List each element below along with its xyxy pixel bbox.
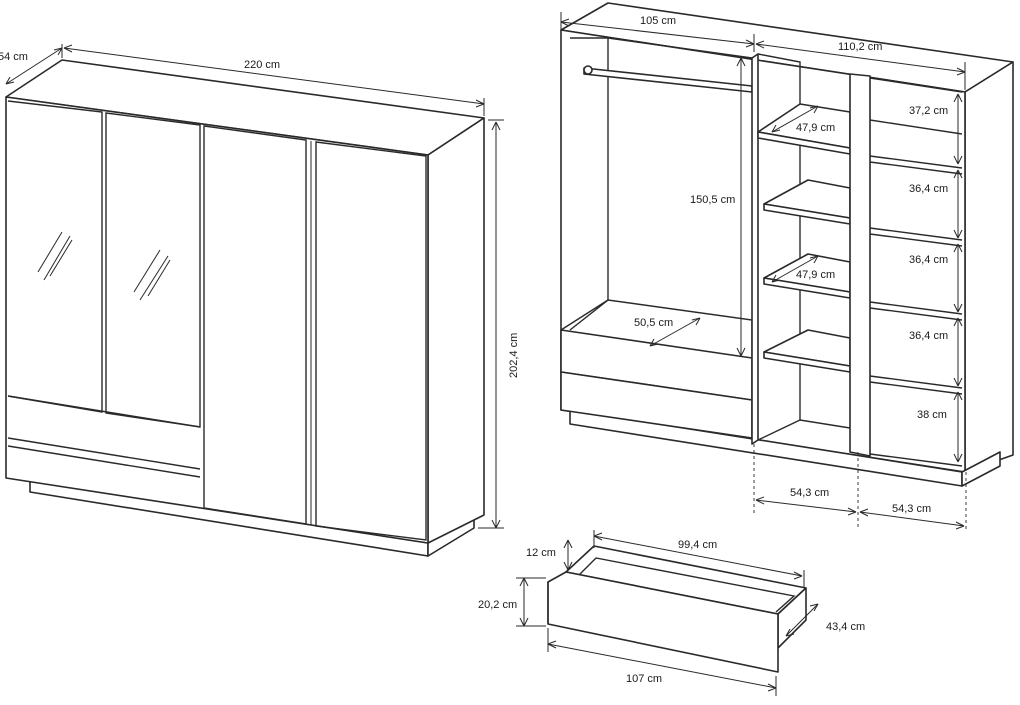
left-back-wall [569,37,609,331]
drawer-divider [7,437,201,470]
dim-line-depth [5,47,63,85]
dim-line-110 [755,43,966,73]
label-36-4-c: 36,4 cm [909,330,948,342]
left-back-top [607,37,753,59]
dim-line-54-3-b [859,511,965,527]
door-4 [315,141,427,541]
side-panel [427,117,485,544]
dim-line-107 [547,643,777,689]
label-99-4: 99,4 cm [678,539,717,551]
shelf-right-5b [869,381,963,395]
label-36-4-b: 36,4 cm [909,254,948,266]
label-36-4-a: 36,4 cm [909,183,948,195]
dim-line-43-4 [785,603,819,637]
door-3 [203,125,307,525]
shelf-right-4b [869,307,963,321]
mirror-reflection-icon [37,231,171,301]
label-depth: 54 cm [0,51,28,63]
label-105: 105 cm [640,15,676,27]
middle-back-left [757,53,801,420]
dim-line-99-4 [593,535,803,577]
right-ceiling [869,77,963,93]
shelf-right-5 [869,375,963,389]
drawer-top-edge [7,395,201,428]
label-54-3-b: 54,3 cm [892,503,931,515]
label-150: 150,5 cm [690,194,735,206]
rail-end [583,65,593,75]
label-38: 38 cm [917,409,947,421]
open-wardrobe: 105 cm 110,2 cm 150,5 cm 50,5 cm 47,9 cm… [560,2,1014,532]
label-height: 202,4 cm [508,333,520,378]
dim-line-width [63,47,485,105]
shelf-right-1 [869,119,963,135]
drawer-detail: 99,4 cm 12 cm 20,2 cm 43,4 cm 107 cm [478,530,865,696]
label-107: 107 cm [626,673,662,685]
shelf-right-2 [869,155,963,169]
shelf-right-4 [869,301,963,315]
dim-line-54-3-a [755,499,857,513]
drawer-inner-edge [577,557,796,613]
shelf-right-3b [869,233,963,247]
front-panel [5,96,429,544]
middle-floor [757,419,851,441]
label-47-mid: 47,9 cm [796,269,835,281]
closed-wardrobe: 54 cm 220 cm 202,4 cm [0,44,520,557]
ext-lines-compartments [753,444,967,532]
dim-line-47-mid [771,255,819,283]
label-54-3-a: 54,3 cm [790,487,829,499]
label-37-2: 37,2 cm [909,105,948,117]
label-50: 50,5 cm [634,317,673,329]
label-43-4: 43,4 cm [826,621,865,633]
dim-line-47-top [771,105,819,133]
label-47-top: 47,9 cm [796,122,835,134]
dim-line-105 [560,21,755,45]
label-12: 12 cm [526,547,556,559]
open-plinth-side [961,451,1001,487]
partition-1 [751,53,759,445]
drawer-divider-2 [7,445,201,478]
open-side-panel [964,61,1014,473]
label-20-2: 20,2 cm [478,599,517,611]
partition-2 [849,73,871,457]
shelf-right-2b [869,161,963,175]
shelf-right-3 [869,227,963,241]
label-width: 220 cm [244,59,280,71]
shelf-right-floor [869,453,963,467]
dim-line-50 [649,317,701,347]
label-110: 110,2 cm [838,41,882,53]
